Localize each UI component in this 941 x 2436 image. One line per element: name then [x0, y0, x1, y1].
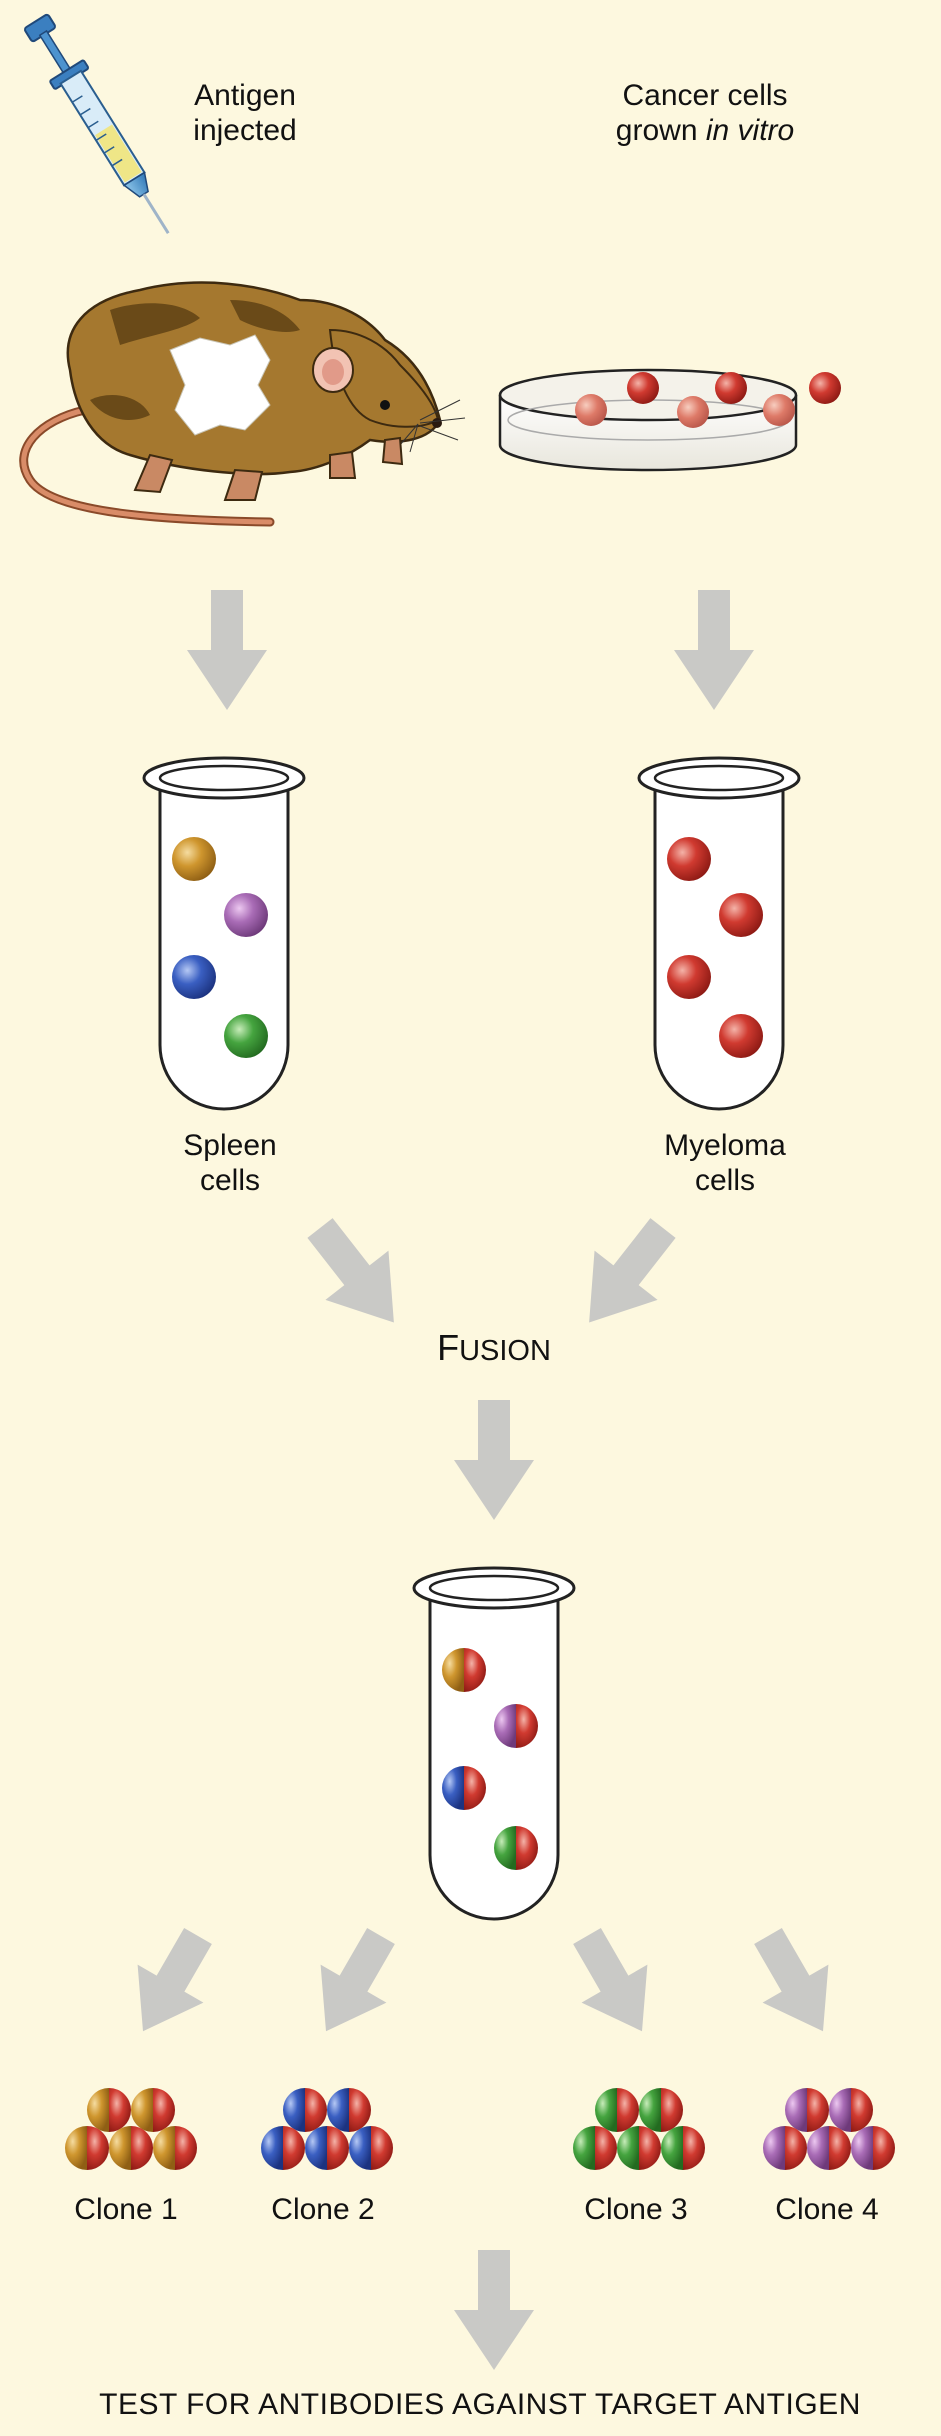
clone-clusters — [65, 2088, 895, 2170]
hybrid-cell-purple — [494, 1704, 538, 1748]
clone-cluster-2 — [261, 2088, 393, 2170]
cancer-cell — [763, 394, 795, 426]
arrow-diagonal-icon — [137, 1928, 212, 2032]
arrow-diagonal-icon — [573, 1928, 648, 2032]
hybridoma-cell-orange — [87, 2088, 131, 2132]
myeloma-cells-label: Myeloma cells — [635, 1128, 815, 1198]
syringe-icon — [24, 13, 170, 235]
spleen-cell-green — [224, 1014, 268, 1058]
hybridoma-cell-blue — [261, 2126, 305, 2170]
spleen-cell-blue — [172, 955, 216, 999]
arrow-diagonal-icon — [307, 1218, 394, 1323]
hybridoma-cell-green — [639, 2088, 683, 2132]
cancer-cell — [809, 372, 841, 404]
hybrid-cell-green — [494, 1826, 538, 1870]
rat-illustration — [19, 281, 466, 527]
cancer-line2: grown in vitro — [615, 114, 795, 147]
myeloma-cell — [719, 893, 763, 937]
arrow-diagonal-icon — [320, 1928, 395, 2032]
hybridoma-cell-orange — [109, 2126, 153, 2170]
hybridoma-cell-orange — [65, 2126, 109, 2170]
cancer-cell — [715, 372, 747, 404]
cancer-cell — [677, 396, 709, 428]
flow-arrows — [137, 590, 829, 2370]
antigen-line1: Antigen — [194, 79, 296, 112]
arrow-down-icon — [187, 590, 267, 710]
hybrid-cell-blue — [442, 1766, 486, 1810]
clone-cluster-4 — [763, 2088, 895, 2170]
cancer-cells-label: Cancer cells grown in vitro — [585, 78, 825, 148]
fusion-label: FUSION — [437, 1327, 551, 1368]
clone-cluster-1 — [65, 2088, 197, 2170]
myeloma-line1: Myeloma — [664, 1129, 786, 1162]
hybridoma-cell-purple — [785, 2088, 829, 2132]
hybridoma-cell-blue — [283, 2088, 327, 2132]
hybridoma-cell-blue — [349, 2126, 393, 2170]
myeloma-cell — [667, 955, 711, 999]
hybridoma-cell-green — [573, 2126, 617, 2170]
test-antibodies-label: TEST FOR ANTIBODIES AGAINST TARGET ANTIG… — [99, 2388, 861, 2421]
hybrid-cell-orange — [442, 1648, 486, 1692]
hybridoma-cell-orange — [153, 2126, 197, 2170]
hybridoma-cell-blue — [305, 2126, 349, 2170]
clone-1-label: Clone 1 — [74, 2193, 178, 2226]
hybridoma-tube — [412, 1566, 576, 1921]
hybridoma-cell-purple — [807, 2126, 851, 2170]
myeloma-cell — [667, 837, 711, 881]
cancer-cell — [627, 372, 659, 404]
spleen-cells-tube — [142, 756, 306, 1111]
spleen-cell-orange — [172, 837, 216, 881]
cancer-line1: Cancer cells — [622, 79, 788, 112]
myeloma-cell — [719, 1014, 763, 1058]
spleen-line2: cells — [199, 1164, 260, 1197]
hybridoma-cell-orange — [131, 2088, 175, 2132]
antigen-injected-label: Antigen injected — [150, 78, 340, 148]
hybridoma-cell-green — [595, 2088, 639, 2132]
antigen-line2: injected — [193, 114, 297, 147]
clone-cluster-3 — [573, 2088, 705, 2170]
arrow-down-icon — [454, 1400, 534, 1520]
hybridoma-cell-purple — [829, 2088, 873, 2132]
myeloma-line2: cells — [694, 1164, 755, 1197]
arrow-down-icon — [674, 590, 754, 710]
petri-dish — [498, 368, 841, 472]
spleen-cell-purple — [224, 893, 268, 937]
clone-3-label: Clone 3 — [584, 2193, 688, 2226]
hybridoma-cell-green — [617, 2126, 661, 2170]
hybridoma-cell-green — [661, 2126, 705, 2170]
clone-2-label: Clone 2 — [271, 2193, 375, 2226]
arrow-diagonal-icon — [589, 1218, 676, 1323]
arrow-down-icon — [454, 2250, 534, 2370]
spleen-line1: Spleen — [183, 1129, 277, 1162]
hybridoma-cell-purple — [763, 2126, 807, 2170]
spleen-cells-label: Spleen cells — [140, 1128, 320, 1198]
hybridoma-cell-purple — [851, 2126, 895, 2170]
cancer-cell — [575, 394, 607, 426]
myeloma-cells-tube — [637, 756, 801, 1111]
hybridoma-cell-blue — [327, 2088, 371, 2132]
arrow-diagonal-icon — [754, 1928, 829, 2032]
clone-4-label: Clone 4 — [775, 2193, 879, 2226]
